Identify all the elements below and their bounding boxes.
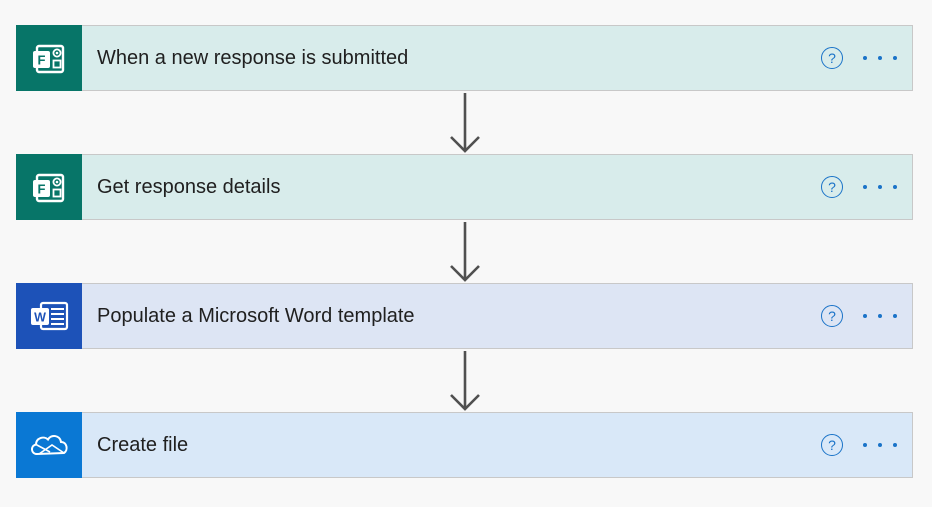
step-label: Get response details	[97, 175, 281, 198]
svg-text:F: F	[38, 52, 46, 67]
step-card-3[interactable]: W Populate a Microsoft Word template ?	[16, 282, 913, 349]
onedrive-icon	[16, 411, 82, 478]
help-icon[interactable]: ?	[821, 434, 843, 456]
word-icon: W	[16, 282, 82, 349]
arrow-down-icon	[450, 351, 480, 411]
step-label: When a new response is submitted	[97, 46, 409, 69]
help-icon[interactable]: ?	[821, 305, 843, 327]
more-options-icon[interactable]	[863, 306, 897, 326]
step-label: Populate a Microsoft Word template	[97, 304, 415, 327]
more-options-icon[interactable]	[863, 435, 897, 455]
step-card-1[interactable]: F When a new response is submitted ?	[16, 24, 913, 91]
help-icon[interactable]: ?	[821, 176, 843, 198]
step-label: Create file	[97, 433, 189, 456]
more-options-icon[interactable]	[863, 48, 897, 68]
forms-icon: F	[16, 24, 82, 91]
forms-icon: F	[16, 153, 82, 220]
help-icon[interactable]: ?	[821, 47, 843, 69]
more-options-icon[interactable]	[863, 177, 897, 197]
svg-text:F: F	[38, 181, 46, 196]
step-card-4[interactable]: Create file ?	[16, 411, 913, 478]
svg-text:W: W	[34, 310, 46, 324]
step-card-2[interactable]: F Get response details ?	[16, 153, 913, 220]
arrow-down-icon	[450, 222, 480, 282]
arrow-down-icon	[450, 93, 480, 153]
